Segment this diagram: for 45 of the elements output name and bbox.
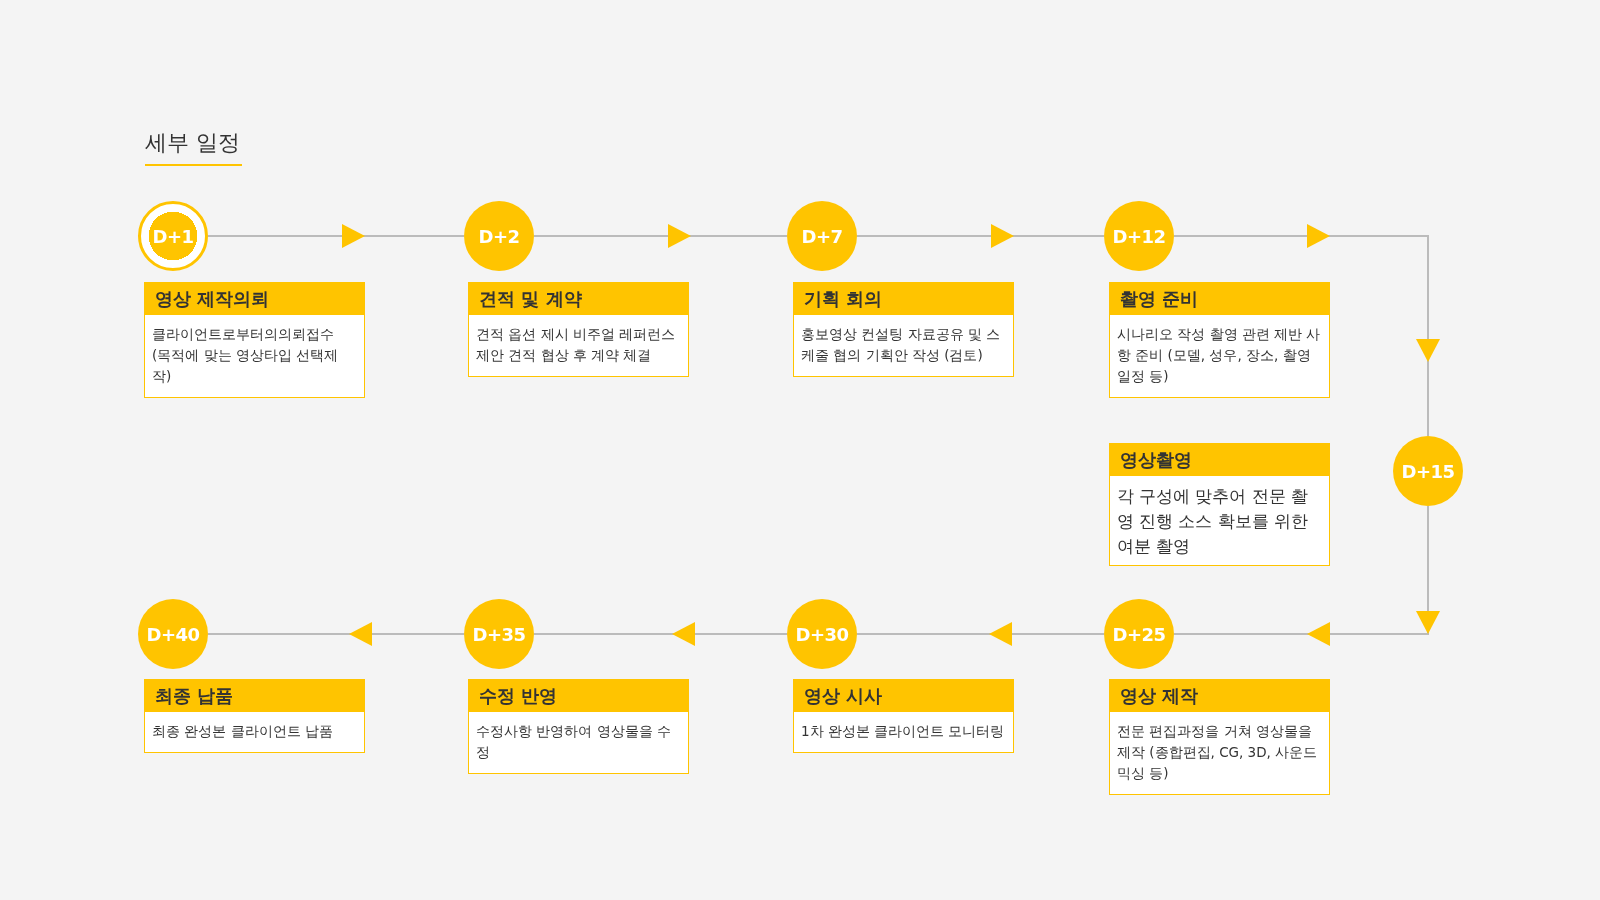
day-circle: D+30 (787, 599, 857, 669)
card-heading: 견적 및 계약 (469, 283, 688, 315)
day-circle: D+40 (138, 599, 208, 669)
arrow (207, 622, 465, 646)
card-heading: 영상 제작의뢰 (145, 283, 364, 315)
card-description: 수정사항 반영하여 영상물을 수정 (475, 722, 672, 762)
card-heading: 기획 회의 (794, 283, 1013, 315)
card-heading: 촬영 준비 (1110, 283, 1329, 315)
page-title: 세부 일정 (145, 128, 242, 166)
card-description: 클라이언트로부터의의뢰접수 (목적에 맞는 영상타입 선택제작) (151, 325, 340, 386)
arrow (856, 622, 1105, 646)
card-heading: 영상 제작 (1110, 680, 1329, 712)
card-heading: 수정 반영 (469, 680, 688, 712)
step-card (468, 679, 689, 774)
step-card (1109, 679, 1330, 795)
card-heading: 영상 시사 (794, 680, 1013, 712)
card-description: 홍보영상 컨설팅 자료공유 및 스케줄 협의 기획안 작성 (검토) (800, 325, 1002, 365)
step-card (1109, 282, 1330, 398)
arrow (207, 224, 465, 248)
day-circle: D+25 (1104, 599, 1174, 669)
step-card (144, 282, 365, 398)
day-circle: D+15 (1393, 436, 1463, 506)
step-card (144, 679, 365, 753)
day-circle: D+35 (464, 599, 534, 669)
step-card (1109, 443, 1330, 566)
step-card (793, 282, 1014, 377)
arrow (856, 224, 1105, 248)
day-circle: D+1 (138, 201, 208, 271)
card-heading: 영상촬영 (1110, 444, 1329, 476)
card-description: 각 구성에 맞추어 전문 촬영 진행 소스 확보를 위한 여분 촬영 (1116, 486, 1309, 558)
arrow (533, 622, 788, 646)
card-description: 최종 완성본 클라이언트 납품 (151, 722, 334, 741)
step-card (468, 282, 689, 377)
day-circle: D+7 (787, 201, 857, 271)
arrow (533, 224, 788, 248)
day-circle: D+12 (1104, 201, 1174, 271)
day-circle: D+2 (464, 201, 534, 271)
card-heading: 최종 납품 (145, 680, 364, 712)
step-card (793, 679, 1014, 753)
card-description: 시나리오 작성 촬영 관련 제반 사항 준비 (모델, 성우, 장소, 촬영일정 등) (1116, 325, 1322, 386)
card-description: 1차 완성본 클라이언트 모니터링 (800, 722, 1006, 741)
card-description: 전문 편집과정을 거쳐 영상물을 제작 (종합편집, CG, 3D, 사운드믹싱 등) (1116, 722, 1319, 783)
card-description: 견적 옵션 제시 비주얼 레퍼런스 제안 견적 협상 후 계약 체결 (475, 325, 677, 365)
arrow (1173, 505, 1440, 646)
arrow (1173, 224, 1440, 437)
